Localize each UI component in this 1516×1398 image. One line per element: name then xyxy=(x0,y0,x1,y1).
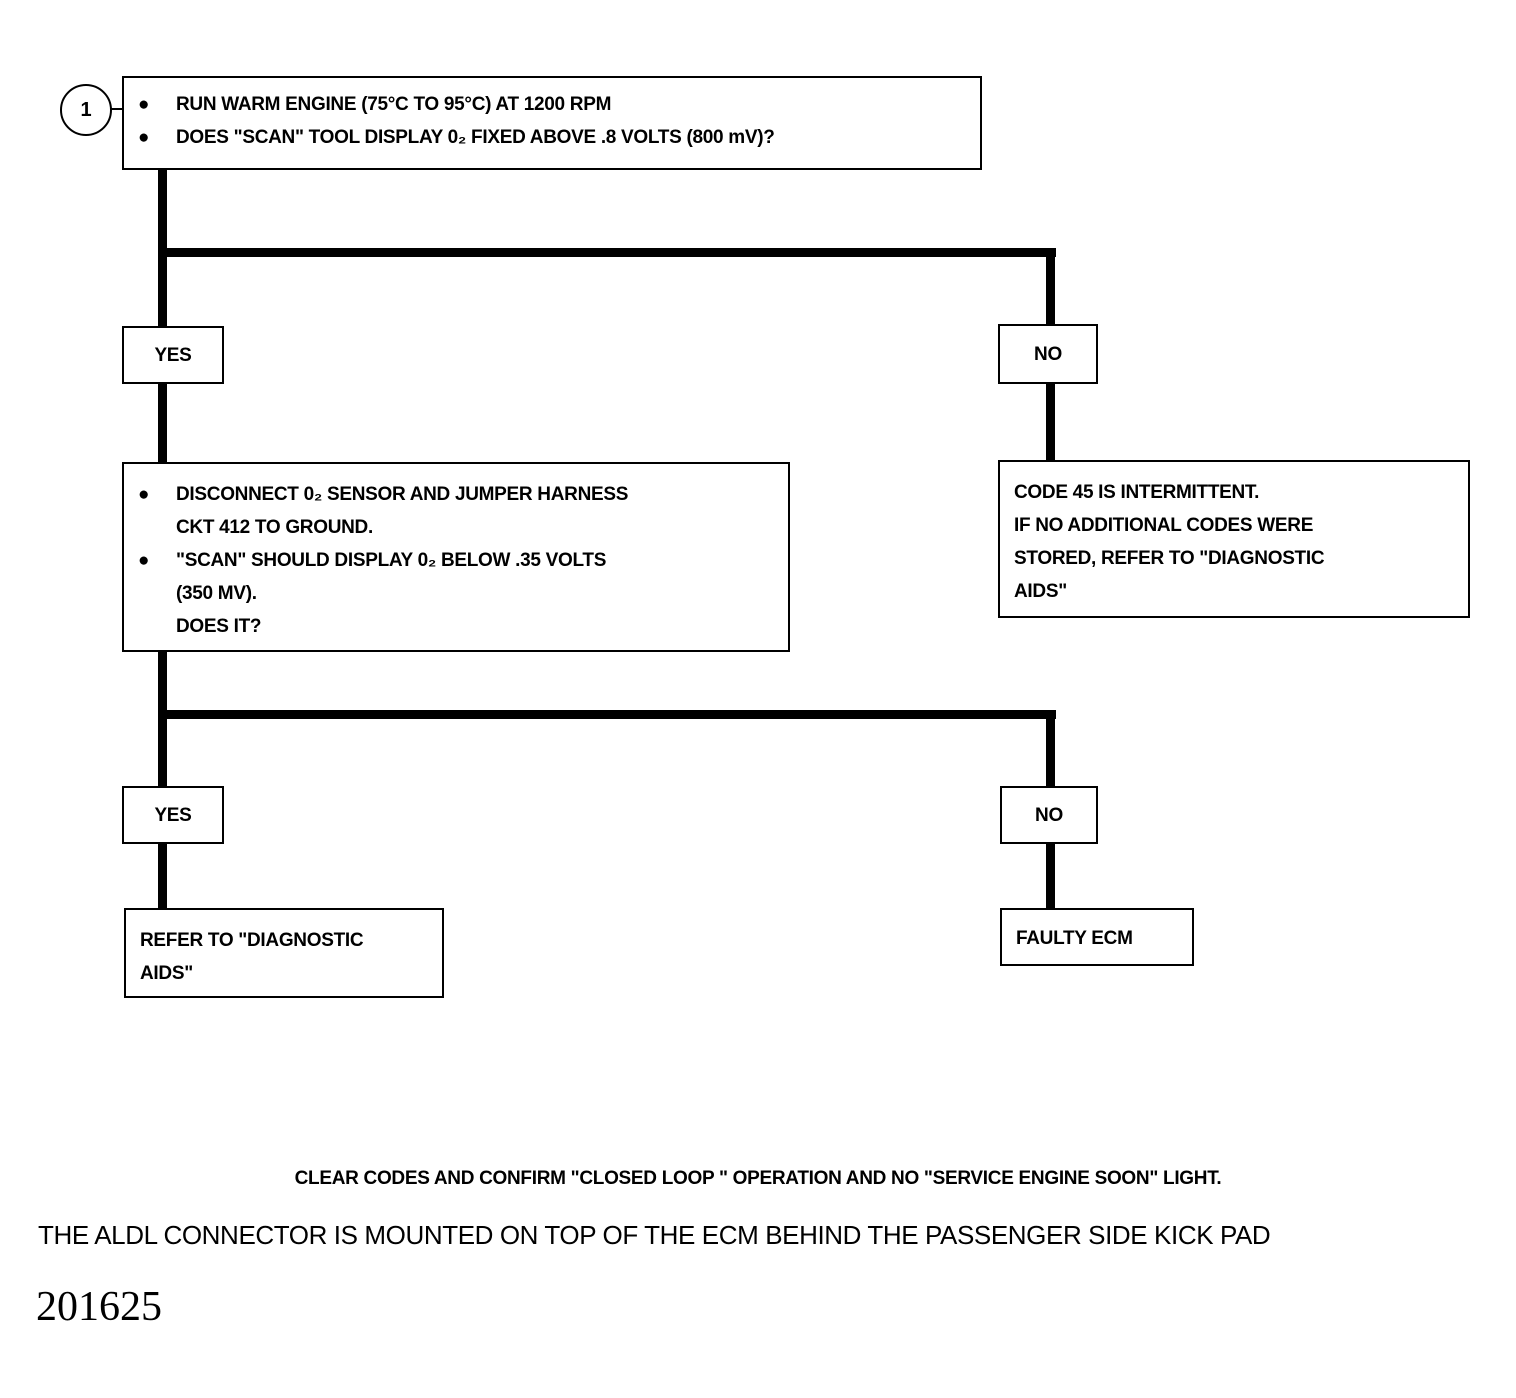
connector-no1-down xyxy=(1046,380,1055,464)
start-line-1: RUN WARM ENGINE (75°C TO 95°C) AT 1200 R… xyxy=(176,94,612,115)
no-text-1: NO xyxy=(1034,343,1062,365)
start-item-2: ● DOES "SCAN" TOOL DISPLAY 0₂ FIXED ABOV… xyxy=(138,121,980,154)
bullet-icon: ● xyxy=(138,94,150,115)
step-number: 1 xyxy=(80,98,92,121)
connector-no2-down xyxy=(1046,840,1055,912)
clear-codes-note: CLEAR CODES AND CONFIRM "CLOSED LOOP " O… xyxy=(294,1168,1222,1189)
connector-branch1-no-down xyxy=(1046,248,1055,328)
start-line-2: DOES "SCAN" TOOL DISPLAY 0₂ FIXED ABOVE … xyxy=(176,127,775,148)
faulty-ecm-box: FAULTY ECM xyxy=(1000,908,1194,966)
connector-yes2-down xyxy=(158,840,167,912)
intermittent-line-3: STORED, REFER TO "DIAGNOSTIC xyxy=(1014,548,1325,569)
check-line-3: "SCAN" SHOULD DISPLAY 0₂ BELOW .35 VOLTS xyxy=(176,550,607,571)
intermittent-line-1: CODE 45 IS INTERMITTENT. xyxy=(1014,482,1260,503)
intermittent-line-2: IF NO ADDITIONAL CODES WERE xyxy=(1014,515,1314,536)
figure-number: 201625 xyxy=(36,1284,162,1330)
connector-branch2-horizontal xyxy=(158,710,1056,719)
faulty-ecm-text: FAULTY ECM xyxy=(1016,928,1133,949)
refer-line-1: REFER TO "DIAGNOSTIC xyxy=(140,930,364,951)
check-line-5: DOES IT? xyxy=(176,616,262,637)
bullet-icon: ● xyxy=(138,484,150,505)
check-box: ● DISCONNECT 0₂ SENSOR AND JUMPER HARNES… xyxy=(122,462,790,652)
start-item-1: ● RUN WARM ENGINE (75°C TO 95°C) AT 1200… xyxy=(138,88,980,121)
intermittent-box: CODE 45 IS INTERMITTENT. IF NO ADDITIONA… xyxy=(998,460,1470,618)
yes-label-1: YES xyxy=(122,326,224,384)
no-text-2: NO xyxy=(1035,804,1063,826)
connector-circle-to-box xyxy=(110,108,126,110)
check-item-2: ● "SCAN" SHOULD DISPLAY 0₂ BELOW .35 VOL… xyxy=(138,544,788,643)
no-label-2: NO xyxy=(1000,786,1098,844)
connector-branch2-no-down xyxy=(1046,710,1055,788)
bullet-icon: ● xyxy=(138,550,150,571)
check-line-2: CKT 412 TO GROUND. xyxy=(176,517,373,538)
check-line-4: (350 MV). xyxy=(176,583,257,604)
connector-yes1-down xyxy=(158,380,167,465)
bullet-icon: ● xyxy=(138,127,150,148)
no-label-1: NO xyxy=(998,324,1098,384)
aldl-connector-note: THE ALDL CONNECTOR IS MOUNTED ON TOP OF … xyxy=(38,1220,1271,1250)
start-box: ● RUN WARM ENGINE (75°C TO 95°C) AT 1200… xyxy=(122,76,982,170)
intermittent-line-4: AIDS" xyxy=(1014,581,1067,602)
refer-box: REFER TO "DIAGNOSTIC AIDS" xyxy=(124,908,444,998)
connector-branch1-horizontal xyxy=(158,248,1056,257)
yes-text-2: YES xyxy=(154,804,192,826)
check-line-1: DISCONNECT 0₂ SENSOR AND JUMPER HARNESS xyxy=(176,484,629,505)
check-item-1: ● DISCONNECT 0₂ SENSOR AND JUMPER HARNES… xyxy=(138,478,788,544)
yes-label-2: YES xyxy=(122,786,224,844)
yes-text-1: YES xyxy=(154,344,192,366)
refer-line-2: AIDS" xyxy=(140,963,193,984)
step-number-badge: 1 xyxy=(60,84,112,136)
